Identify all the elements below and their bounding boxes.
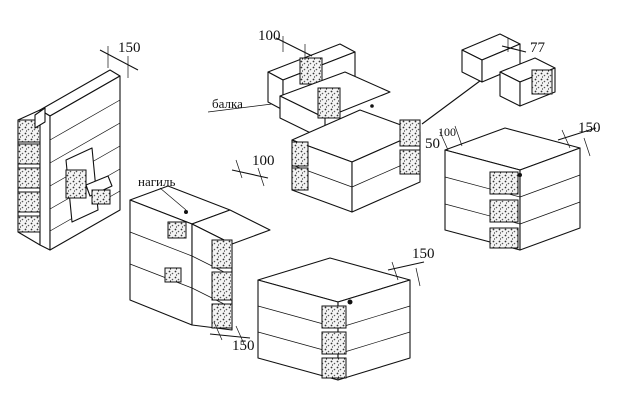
figure-tenon-detail: 77 [461, 33, 556, 107]
figure-corner-bottom: 150 [257, 246, 435, 381]
dim-150-bottom: 150 [412, 246, 435, 262]
dim-150-right: 150 [578, 120, 601, 136]
label-nagil: нагиль [138, 174, 176, 189]
dim-100-right: 100 [438, 125, 456, 139]
label-balka: балка [212, 96, 243, 111]
dim-100-nagil: 100 [252, 153, 275, 169]
dim-50-right: 50 [425, 136, 440, 152]
figure-wall-window-jamb: 150 [17, 40, 141, 251]
figure-corner-center [291, 71, 493, 213]
dim-77: 77 [530, 40, 546, 56]
figure-beam-joint: 100 балка [207, 28, 391, 141]
dim-100-beam: 100 [258, 28, 281, 44]
figure-corner-nagil: нагиль 100 150 [129, 153, 275, 354]
figure-corner-right: 100 50 150 [425, 120, 601, 251]
dim-150-nagil: 150 [232, 338, 255, 354]
dim-150-wall: 150 [118, 40, 141, 56]
